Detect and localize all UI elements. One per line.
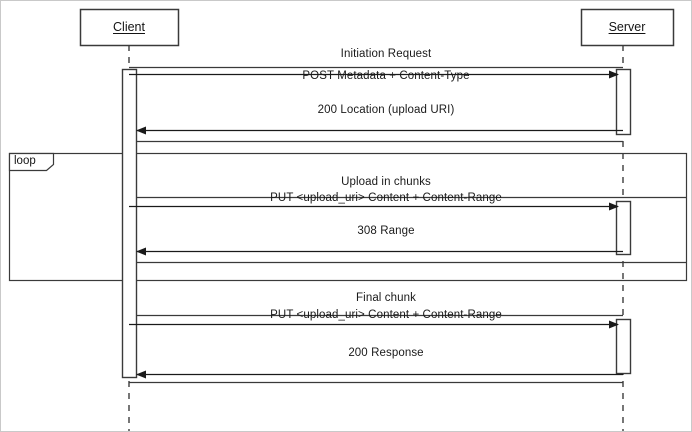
participant-label-server[interactable]: Server <box>608 20 646 34</box>
participant-box-client[interactable] <box>79 8 180 47</box>
activation-bar-server-3 <box>615 200 632 256</box>
message-arrows-group <box>129 70 623 379</box>
activation-bars-group <box>121 68 632 379</box>
message-label-3: PUT <upload_uri> Content + Content-Range <box>270 192 502 204</box>
section-title-2: Upload in chunks <box>341 176 431 188</box>
fragment-loop-frame <box>8 152 688 282</box>
message-label-1: POST Metadata + Content-Type <box>302 70 470 82</box>
section-title-1: Initiation Request <box>340 48 432 60</box>
participant-box-server[interactable] <box>580 8 675 47</box>
activation-bar-client-1 <box>121 68 138 379</box>
activation-bar-server-2 <box>615 68 632 136</box>
message-label-4: 308 Range <box>357 225 415 237</box>
participant-label-client[interactable]: Client <box>113 20 145 34</box>
separator-lines-group <box>129 66 686 384</box>
section-title-3: Final chunk <box>356 292 416 304</box>
fragment-loop-label: loop <box>14 155 36 167</box>
fragment-loop-tab <box>8 152 55 172</box>
activation-bar-server-4 <box>615 318 632 375</box>
fragments-group <box>8 152 688 282</box>
participant-boxes-group <box>79 8 675 47</box>
message-label-6: 200 Response <box>348 347 424 359</box>
message-label-5: PUT <upload_uri> Content + Content-Range <box>270 309 502 321</box>
message-label-2: 200 Location (upload URI) <box>317 104 455 116</box>
